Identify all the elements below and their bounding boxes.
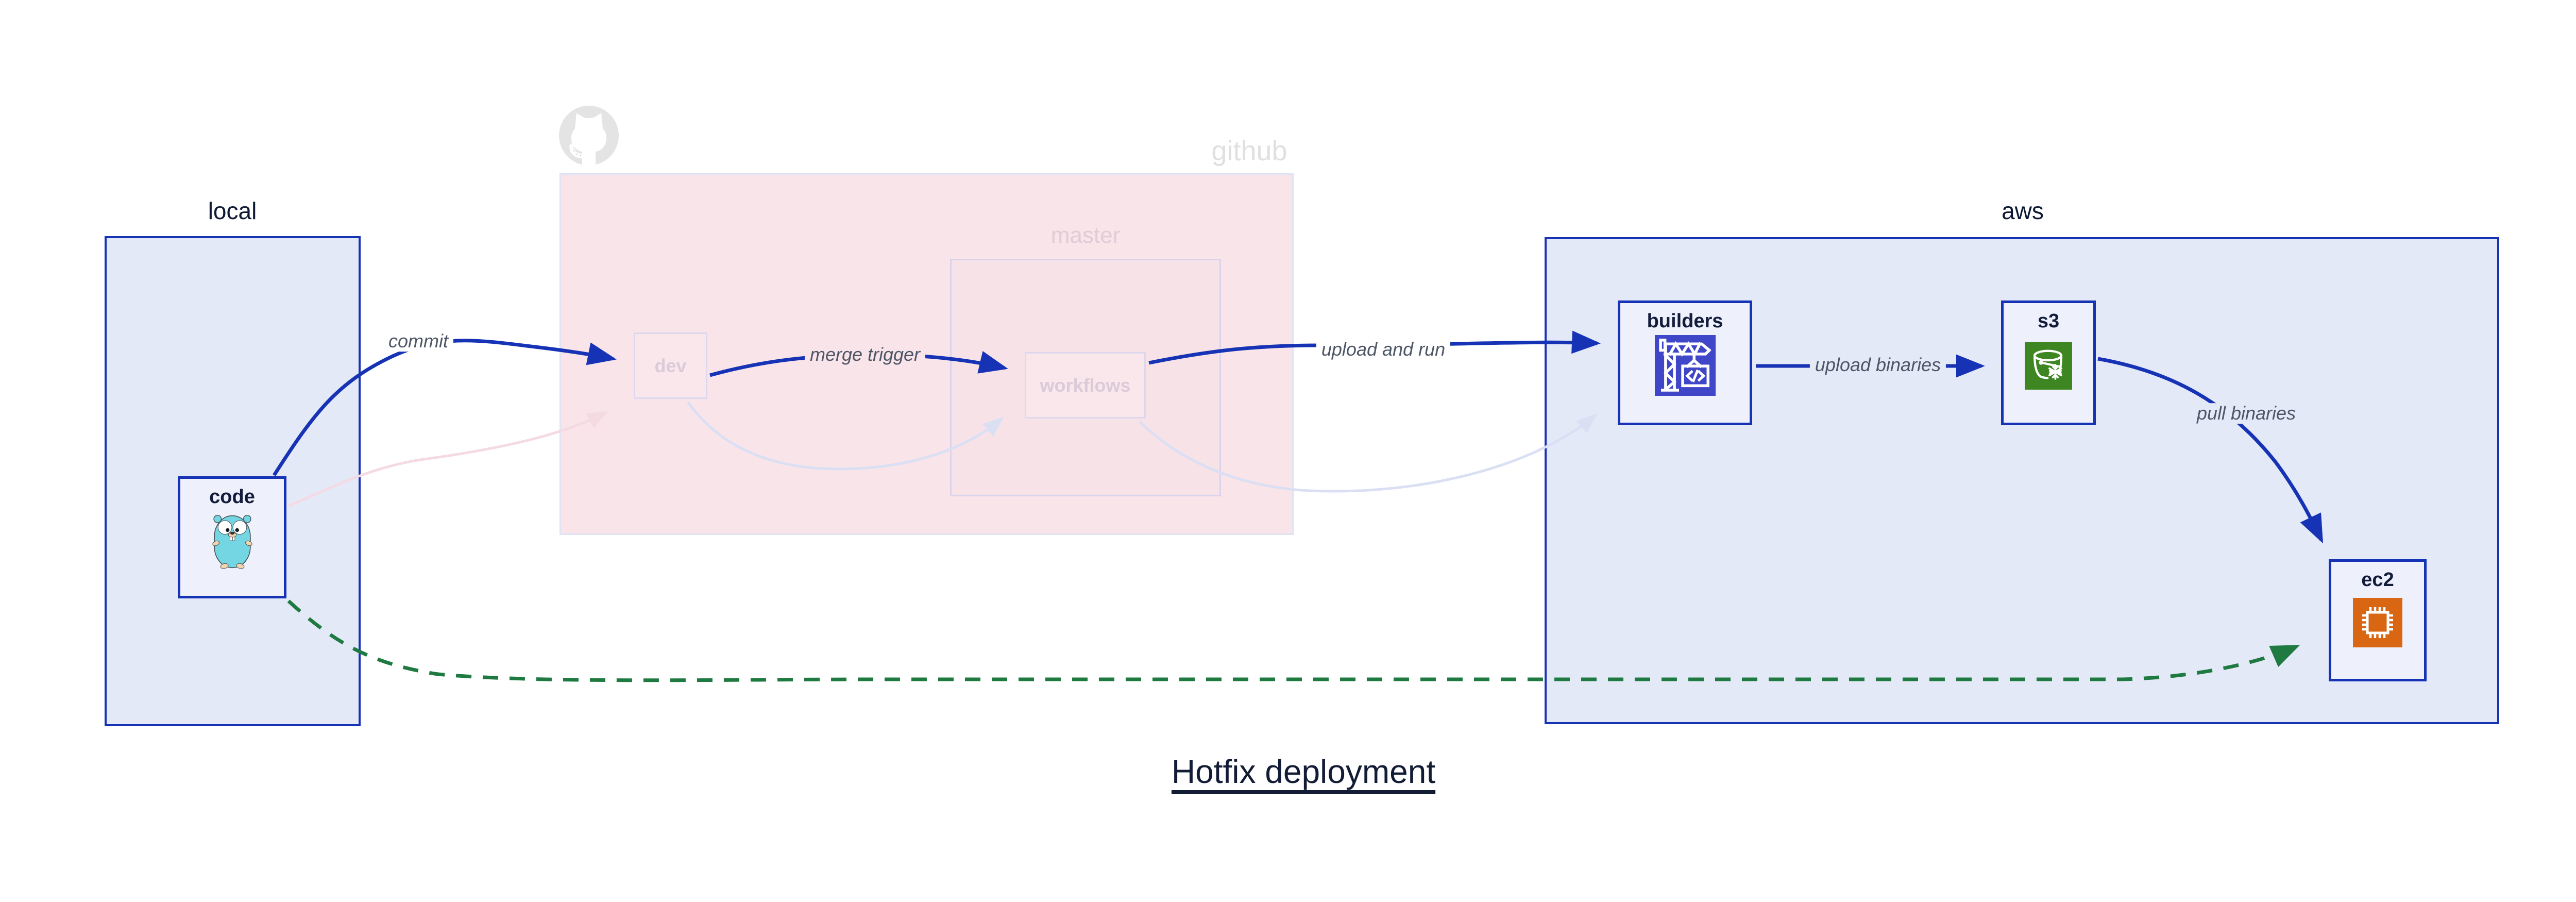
page-title: Hotfix deployment	[1171, 753, 1436, 790]
edge-label-upload-binaries: upload binaries	[1809, 355, 1946, 375]
node-ec2: ec2	[2329, 559, 2427, 681]
node-dev: dev	[634, 332, 707, 399]
edge-label-commit: commit	[383, 331, 453, 352]
node-builders-label: builders	[1647, 310, 1723, 332]
node-code: code	[178, 476, 286, 598]
edge-label-merge-trigger: merge trigger	[804, 344, 926, 365]
edge-label-pull-binaries: pull binaries	[2191, 403, 2301, 424]
node-code-label: code	[209, 486, 255, 508]
node-workflows: workflows	[1025, 352, 1146, 419]
octocat-icon	[559, 106, 619, 165]
edge-label-upload-and-run: upload and run	[1316, 339, 1451, 360]
node-workflows-label: workflows	[1040, 374, 1131, 396]
node-builders: builders	[1618, 300, 1752, 425]
codebuild-crane-icon	[1654, 335, 1716, 396]
node-ec2-label: ec2	[2361, 569, 2394, 591]
node-s3-label: s3	[2037, 310, 2060, 332]
node-dev-label: dev	[654, 355, 687, 376]
group-label-github: github	[1211, 136, 1287, 166]
glacier-bucket-icon	[2025, 342, 2072, 390]
group-label-local: local	[208, 197, 257, 224]
go-gopher-icon	[212, 514, 252, 569]
group-label-master: master	[1050, 223, 1121, 248]
group-label-aws: aws	[2002, 197, 2044, 224]
ec2-chip-icon	[2353, 598, 2402, 647]
node-s3: s3	[2001, 300, 2096, 425]
